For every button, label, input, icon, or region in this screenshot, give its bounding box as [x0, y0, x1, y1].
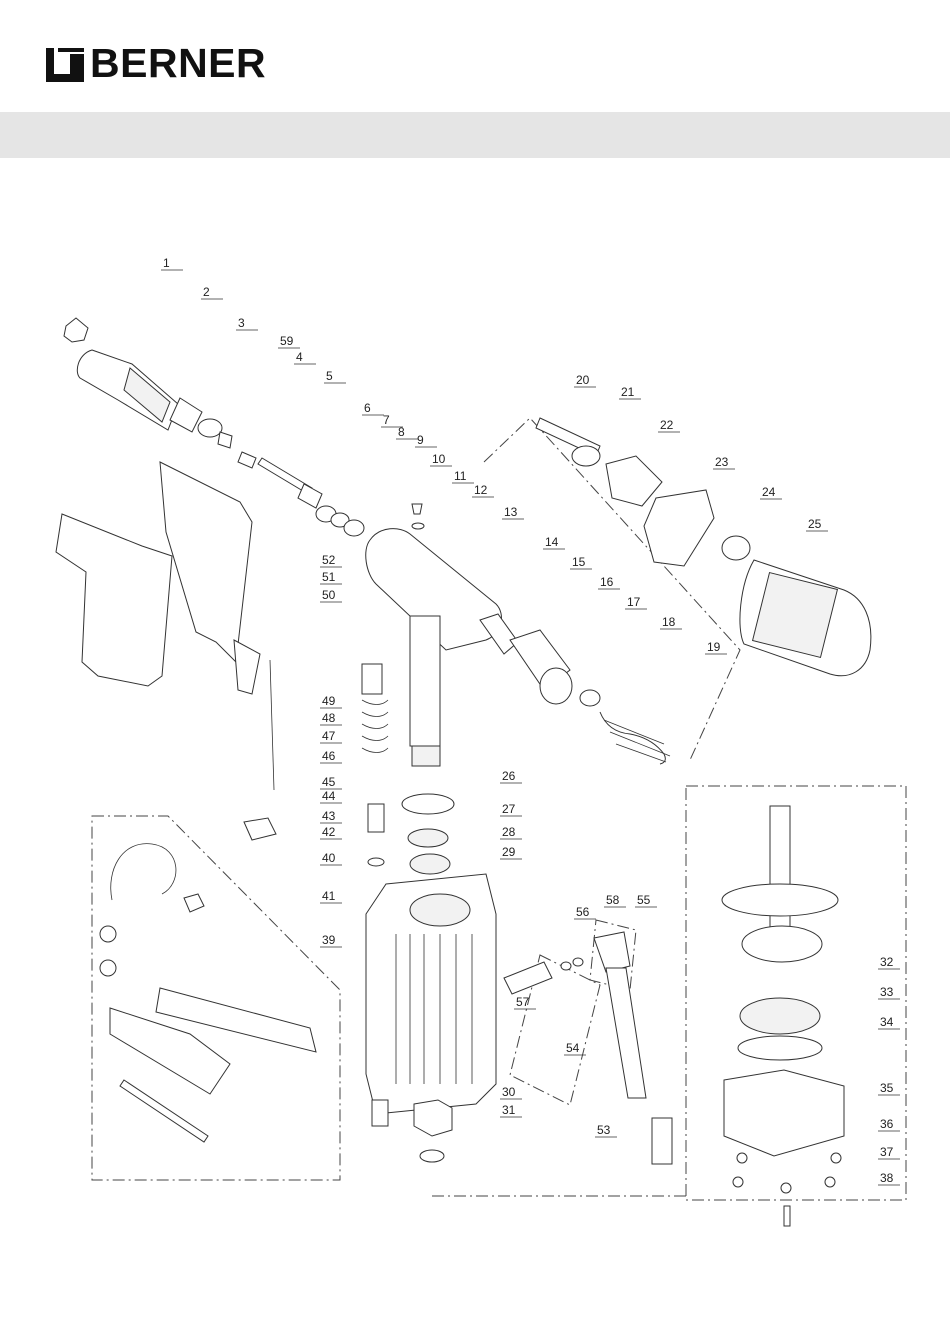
part-label-19: 19 [707, 640, 721, 654]
piston-and-spring [480, 614, 670, 764]
base-housing [366, 874, 496, 1162]
part-label-5: 5 [326, 369, 333, 383]
part-label-25: 25 [808, 517, 822, 531]
part-label-37: 37 [880, 1145, 894, 1159]
trigger-valve [244, 660, 388, 866]
part-label-50: 50 [322, 588, 336, 602]
rear-assembly [536, 418, 871, 676]
part-label-3: 3 [238, 316, 245, 330]
part-label-32: 32 [880, 955, 894, 969]
part-label-16: 16 [600, 575, 614, 589]
part-label-8: 8 [398, 425, 405, 439]
tool-kit [100, 844, 316, 1142]
part-label-51: 51 [322, 570, 336, 584]
part-label-1: 1 [163, 256, 170, 270]
part-label-40: 40 [322, 851, 336, 865]
part-label-58: 58 [606, 893, 620, 907]
part-label-18: 18 [662, 615, 676, 629]
part-label-47: 47 [322, 729, 336, 743]
part-label-42: 42 [322, 825, 336, 839]
part-label-41: 41 [322, 889, 336, 903]
part-label-56: 56 [576, 905, 590, 919]
part-label-23: 23 [715, 455, 729, 469]
part-label-7: 7 [383, 413, 390, 427]
hose-fitting [504, 932, 672, 1164]
handle-assembly [56, 462, 260, 694]
part-label-59: 59 [280, 334, 294, 348]
part-label-21: 21 [621, 385, 635, 399]
part-label-43: 43 [322, 809, 336, 823]
part-label-35: 35 [880, 1081, 894, 1095]
part-label-11: 11 [454, 469, 467, 483]
part-label-34: 34 [880, 1015, 894, 1029]
lower-cylinder [722, 806, 844, 1226]
part-label-46: 46 [322, 749, 336, 763]
part-label-14: 14 [545, 535, 559, 549]
part-label-4: 4 [296, 350, 303, 364]
part-label-53: 53 [597, 1123, 611, 1137]
part-label-10: 10 [432, 452, 446, 466]
part-label-29: 29 [502, 845, 516, 859]
part-label-57: 57 [516, 995, 530, 1009]
part-label-48: 48 [322, 711, 336, 725]
part-label-28: 28 [502, 825, 516, 839]
part-label-49: 49 [322, 694, 336, 708]
part-label-17: 17 [627, 595, 641, 609]
part-label-54: 54 [566, 1041, 580, 1055]
part-label-9: 9 [417, 433, 424, 447]
nose-assembly [64, 318, 256, 468]
part-label-27: 27 [502, 802, 516, 816]
part-label-30: 30 [502, 1085, 516, 1099]
part-label-39: 39 [322, 933, 336, 947]
part-label-15: 15 [572, 555, 586, 569]
part-label-52: 52 [322, 553, 336, 567]
part-label-36: 36 [880, 1117, 894, 1131]
part-label-12: 12 [474, 483, 488, 497]
part-label-26: 26 [502, 769, 516, 783]
part-label-13: 13 [504, 505, 518, 519]
part-label-33: 33 [880, 985, 894, 999]
part-label-2: 2 [203, 285, 210, 299]
part-label-20: 20 [576, 373, 590, 387]
part-label-45: 45 [322, 775, 336, 789]
shaft-and-rings [258, 458, 424, 536]
part-label-22: 22 [660, 418, 674, 432]
part-label-31: 31 [502, 1103, 516, 1117]
part-label-38: 38 [880, 1171, 894, 1185]
part-label-6: 6 [364, 401, 371, 415]
part-label-44: 44 [322, 789, 336, 803]
part-label-55: 55 [637, 893, 651, 907]
part-label-24: 24 [762, 485, 776, 499]
